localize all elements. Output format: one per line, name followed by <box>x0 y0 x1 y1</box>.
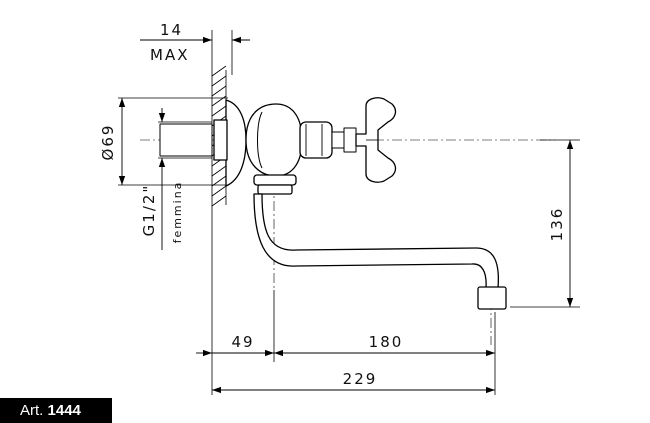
dim-total-reach: 229 <box>343 370 378 388</box>
dimension-lines <box>118 36 574 394</box>
dim-spout-reach: 180 <box>369 333 404 351</box>
valve-body <box>245 103 303 177</box>
dim-wall-to-axis: 49 <box>231 333 254 351</box>
inlet-pipe <box>159 123 213 157</box>
dim-thread-note: femmina <box>171 181 184 244</box>
spout <box>253 193 500 289</box>
dim-flange-diameter: Ø69 <box>99 124 117 161</box>
extension-lines <box>118 30 580 395</box>
article-number: 1444 <box>47 402 81 419</box>
dim-wall-depth-note: MAX <box>150 46 189 64</box>
article-prefix: Art. <box>20 402 44 419</box>
wall-flange <box>225 99 247 187</box>
swivel-nut <box>253 174 297 186</box>
valve-bonnet <box>299 121 333 159</box>
faucet <box>159 97 507 310</box>
dim-height: 136 <box>548 207 566 242</box>
flange-ring <box>213 119 228 161</box>
aerator <box>477 286 507 310</box>
article-badge: Art. 1444 <box>0 398 112 423</box>
center-lines <box>140 139 555 345</box>
dim-thread: G1/2" <box>140 184 158 237</box>
dim-wall-depth: 14 <box>160 21 183 39</box>
